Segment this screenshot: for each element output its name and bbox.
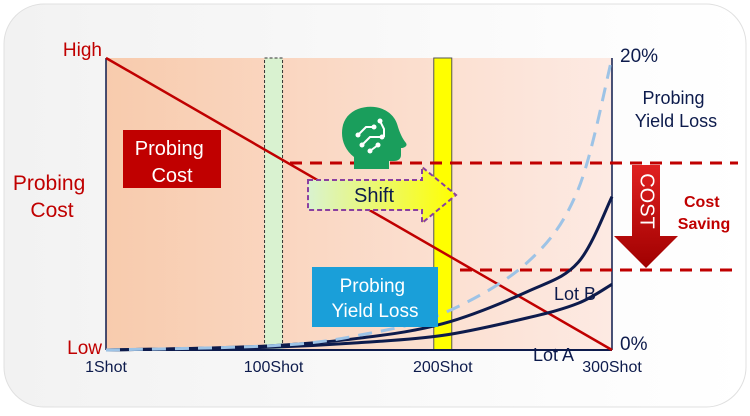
probing-yield-loss-box [312, 267, 438, 327]
right-axis-label-line2: Yield Loss [635, 111, 717, 131]
series-line-dashed-trend [105, 57, 614, 352]
right-axis-label-line1: Probing [642, 88, 704, 108]
probing-yield-loss-box-line2: Yield Loss [332, 301, 419, 322]
left-axis-label-line2: Cost [30, 199, 73, 222]
x-tick-labels: 1Shot 100Shot 200Shot 300Shot [85, 359, 642, 376]
probing-cost-box-line1: Probing [135, 138, 204, 160]
x-tick-label-200shot: 200Shot [413, 359, 473, 376]
right-axis-top-label: 20% [620, 46, 658, 67]
x-tick-label-100shot: 100Shot [244, 359, 304, 376]
shift-arrow [307, 164, 458, 226]
probing-cost-box [123, 130, 221, 188]
cost-saving-label: Cost Saving [678, 194, 730, 233]
series-label-lot-a: Lot A [533, 345, 574, 365]
probing-cost-box-label: Probing Cost [135, 138, 210, 187]
band-100 [264, 57, 284, 351]
series-layer: Lot A Lot B [105, 56, 614, 365]
cost-saving-line2: Saving [678, 216, 730, 233]
shift-label: Shift [354, 185, 394, 207]
probing-cost-box-line2: Cost [151, 165, 193, 187]
cost-arrow-label: COST [636, 173, 658, 229]
right-axis-bottom-label: 0% [620, 334, 648, 355]
series-label-lot-b: Lot B [554, 284, 596, 304]
x-tick-label-300shot: 300Shot [582, 359, 642, 376]
probing-yield-loss-box-line1: Probing [340, 276, 406, 297]
left-axis-bottom-label: Low [67, 338, 102, 359]
x-tick-label-1shot: 1Shot [85, 359, 127, 376]
left-axis-top-label: High [63, 40, 102, 61]
left-axis-label-line1: Probing [13, 172, 85, 195]
series-line-lot-b [105, 196, 614, 352]
right-axis-label: Probing Yield Loss [635, 88, 717, 131]
cost-arrow [614, 165, 678, 268]
cost-saving-line1: Cost [684, 194, 720, 211]
brain-head-icon [342, 106, 407, 169]
left-axis-label: Probing Cost [13, 172, 91, 222]
probing-yield-loss-box-label: Probing Yield Loss [332, 276, 419, 322]
